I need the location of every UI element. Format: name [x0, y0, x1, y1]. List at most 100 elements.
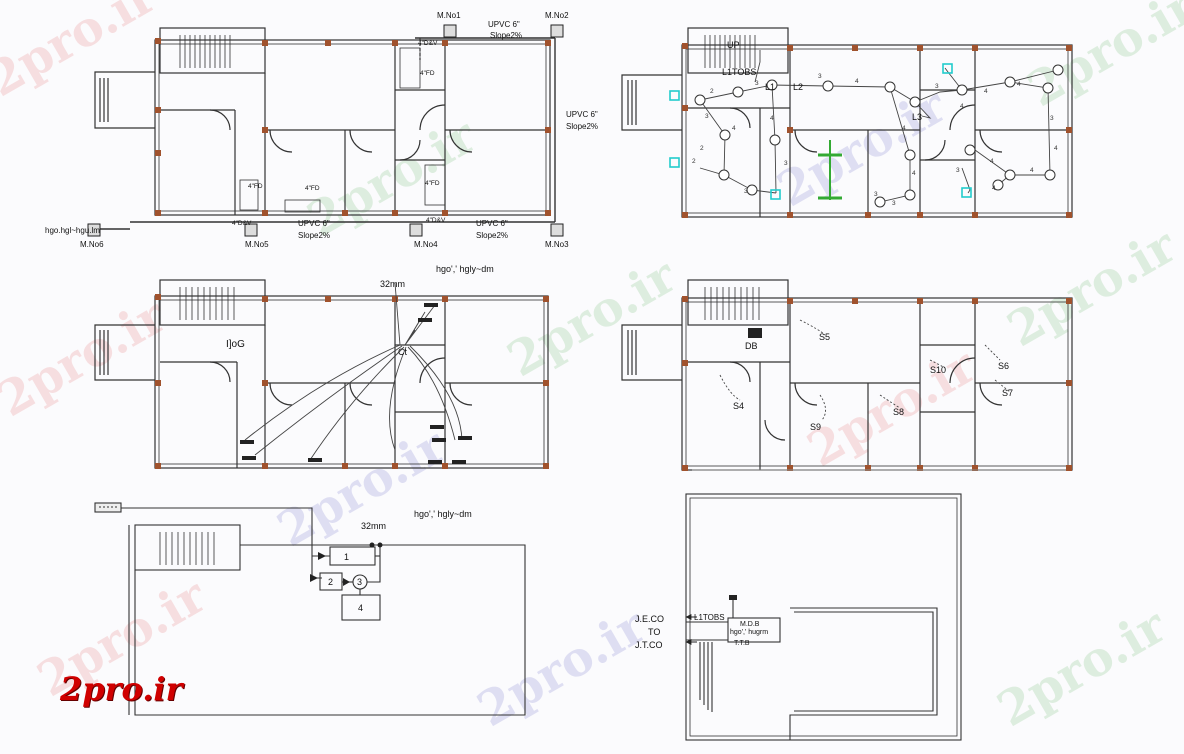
garbled-label: hgo.hgl~hgu.lm — [45, 226, 100, 235]
fitting-label: 4"D&V — [232, 220, 252, 227]
fitting-label: 4"FD — [420, 70, 435, 77]
manholes — [87, 24, 564, 237]
plumbing-plan — [94, 27, 556, 230]
fitting-label: 4"D&V — [418, 40, 438, 47]
socket-columns — [682, 296, 1072, 471]
pipe-label: UPVC 6" — [488, 20, 520, 29]
riser-connectors — [310, 542, 383, 586]
phone-columns — [155, 294, 549, 469]
lighting-tag: L2 — [793, 82, 803, 92]
lighting-columns — [682, 43, 1072, 218]
riser-box-label: 2 — [328, 577, 333, 587]
circuit-number: 4 — [1054, 145, 1058, 152]
fitting-label: 4"D&V — [426, 217, 446, 224]
circuit-number: 4 — [984, 88, 988, 95]
lighting-plan — [621, 27, 1073, 218]
manhole-label: M.No5 — [245, 240, 269, 249]
circuit-number: 3 — [784, 160, 788, 167]
mdb-labels: M.D.B hgo',' hugrm T.T.B — [730, 621, 768, 647]
site-logo[interactable]: 2pro.ir — [60, 670, 183, 708]
circuit-number: 3 — [874, 191, 878, 198]
circuit-number: 4 — [912, 170, 916, 177]
socket-plan — [621, 279, 1073, 471]
manhole-label: M.No1 — [437, 11, 461, 20]
socket-label: S5 — [819, 332, 830, 342]
socket-label: S10 — [930, 365, 946, 375]
riser-box-label: 1 — [344, 552, 349, 562]
fitting-labels: 4"D&V 4"FD 4"FD 4"D&V 4"FD 4"FD 4"D&V — [232, 40, 446, 227]
circuit-number: 3 — [818, 73, 822, 80]
fitting-label: 4"FD — [305, 185, 320, 192]
circuit-number: 3 — [755, 80, 759, 87]
circuit-number: 4 — [960, 103, 964, 110]
circuit-number: 3 — [956, 167, 960, 174]
pipe-label: UPVC 6" — [566, 110, 598, 119]
circuit-number: 3 — [705, 113, 709, 120]
circuit-number: 2 — [692, 158, 696, 165]
fitting-label: 4"FD — [425, 180, 440, 187]
supply-arrows — [685, 614, 697, 645]
pipe-label: Slope2% — [298, 231, 330, 240]
circuit-number: 4 — [990, 158, 994, 165]
riser-box-label: 4 — [358, 603, 363, 613]
site-supply-plan — [685, 493, 962, 741]
phone-outlets — [240, 303, 472, 464]
circuit-number: 3 — [744, 188, 748, 195]
wall-lights — [669, 63, 972, 200]
lighting-tag: L1 — [765, 82, 775, 92]
supply-meter-icon — [729, 595, 737, 600]
pipe-label: Slope2% — [566, 122, 598, 131]
manhole-label: M.No6 — [80, 240, 104, 249]
socket-label: S7 — [1002, 388, 1013, 398]
manhole-label: M.No3 — [545, 240, 569, 249]
lighting-tag: UP — [727, 40, 740, 50]
pipe-label: Slope2% — [490, 31, 522, 40]
phone-runs — [244, 282, 463, 461]
riser-box-label: 3 — [357, 577, 362, 587]
pipe-label: UPVC 6" — [298, 219, 330, 228]
circuit-number: 4 — [902, 125, 906, 132]
lighting-tags: L1TOBS UP L1 L2 L3 — [722, 40, 922, 122]
distribution-board-icon — [748, 328, 762, 338]
socket-label: S6 — [998, 361, 1009, 371]
light-fixtures — [694, 64, 1064, 208]
circuit-number: 3 — [892, 200, 896, 207]
riser-box-labels: 1 2 3 4 — [328, 552, 363, 613]
mdb-line: M.D.B — [740, 621, 760, 628]
circuit-number: 3 — [935, 83, 939, 90]
phone-tag-left: I]oG — [226, 339, 245, 350]
db-label: DB — [745, 341, 758, 351]
supply-source: J.E.CO TO J.T.CO — [635, 614, 664, 650]
circuit-number: 4 — [992, 185, 996, 192]
circuit-number: 4 — [855, 78, 859, 85]
circuit-number: 4 — [770, 115, 774, 122]
supply-source-line: J.E.CO — [635, 614, 664, 624]
lighting-circuit-numbers: 2 3 4 4 3 4 2 3 3 4 4 3 4 3 4 4 4 3 3 2 … — [692, 73, 1058, 207]
supply-source-line: J.T.CO — [635, 640, 663, 650]
mdb-line: T.T.B — [734, 640, 750, 647]
socket-label: S9 — [810, 422, 821, 432]
supply-source-line: TO — [648, 627, 660, 637]
manhole-labels: M.No1 M.No2 M.No3 M.No4 M.No5 M.No6 — [80, 11, 569, 249]
phone-plan — [94, 279, 549, 469]
riser-title: hgo',' hgly~dm — [414, 509, 472, 519]
phone-riser — [94, 502, 526, 716]
circuit-number: 4 — [1030, 167, 1034, 174]
circuit-number: 4 — [1017, 81, 1021, 88]
phone-plan-title: hgo',' hgly~dm — [436, 264, 494, 274]
circuit-number: 3 — [1050, 115, 1054, 122]
plumbing-columns — [155, 38, 551, 216]
circuit-number: 4 — [732, 125, 736, 132]
pipe-label: Slope2% — [476, 231, 508, 240]
socket-label: S4 — [733, 401, 744, 411]
mdb-line: hgo',' hugrm — [730, 629, 768, 636]
lighting-tag: L3 — [912, 112, 922, 122]
manhole-label: M.No2 — [545, 11, 569, 20]
pipe-label: UPVC 6" — [476, 219, 508, 228]
supply-tag: L1TOBS — [694, 613, 725, 622]
socket-labels: S4 S5 S6 S7 S8 S9 S10 — [733, 332, 1013, 432]
circuit-number: 2 — [710, 88, 714, 95]
socket-wiring — [692, 319, 1066, 471]
